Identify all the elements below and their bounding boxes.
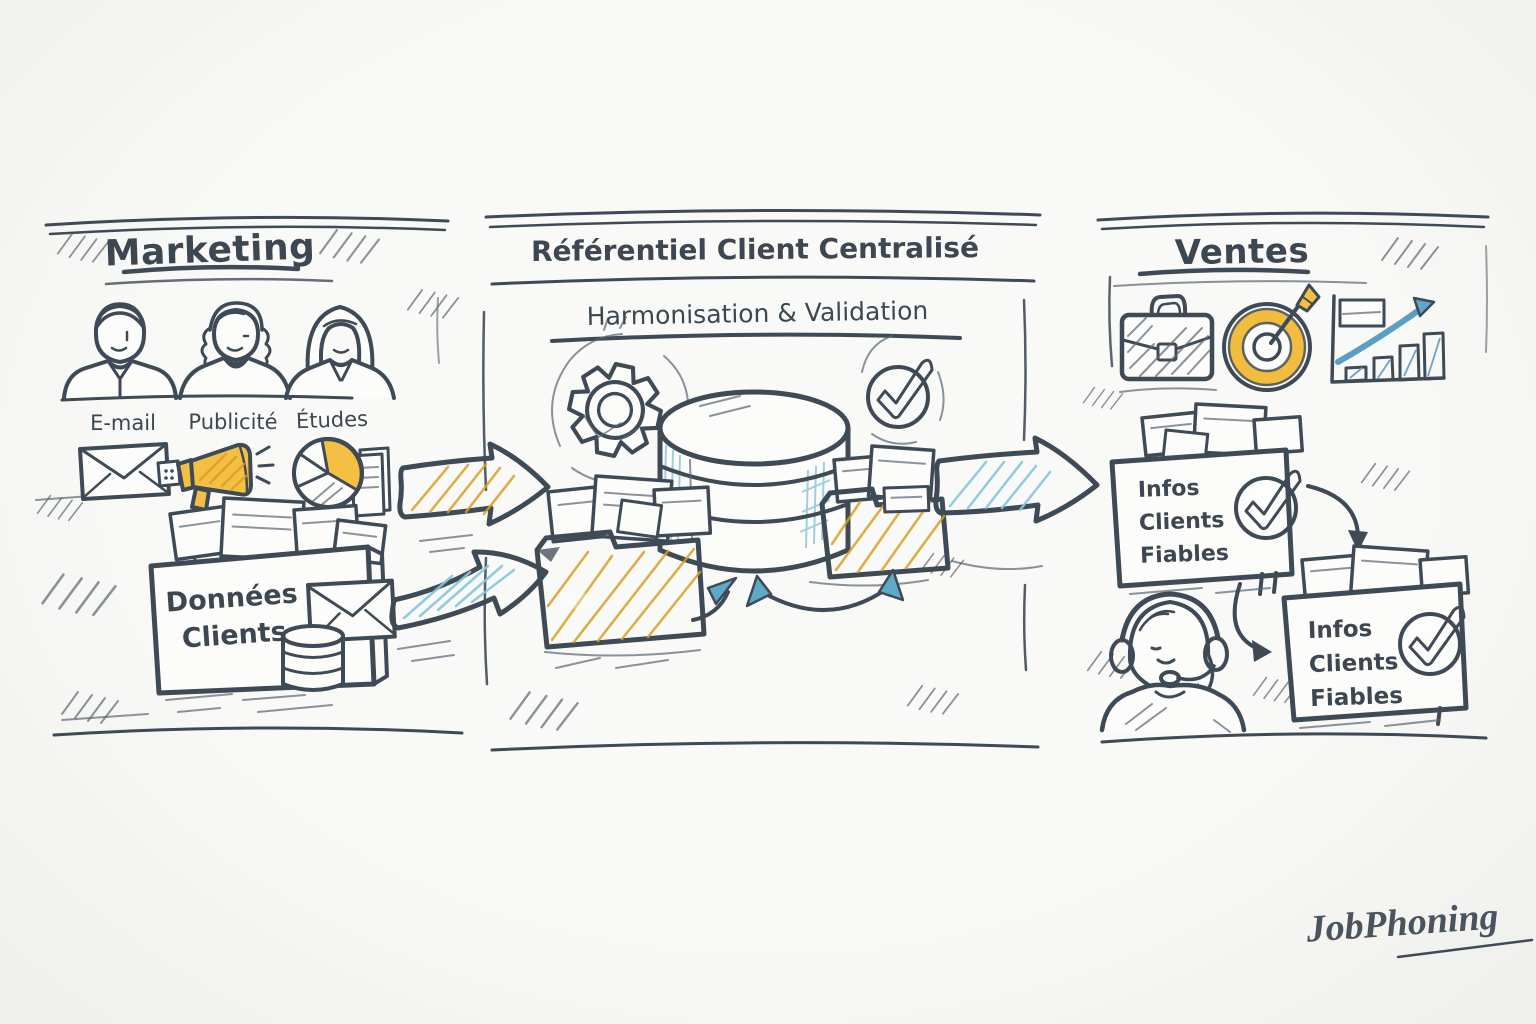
- arrow-central-to-sales-icon: [933, 435, 1100, 524]
- target-icon: [1222, 283, 1321, 392]
- info-box-2-line-2: Clients: [1308, 649, 1399, 679]
- channel-label-email: E-mail: [90, 411, 156, 435]
- info-box-1-label: Infos Clients Fiables: [1137, 470, 1252, 573]
- arrow-agent-to-box2-icon: [1232, 582, 1272, 662]
- envelope-icon: [78, 442, 182, 501]
- people-divider-line: [60, 394, 354, 402]
- sync-arrows-icon: [691, 568, 905, 622]
- channel-label-publicite: Publicité: [188, 410, 278, 434]
- ventes-title-underline: [1113, 267, 1367, 287]
- central-title: Référentiel Client Centralisé: [530, 231, 980, 268]
- info-box-2-label: Infos Clients Fiables: [1307, 610, 1432, 716]
- briefcase-icon: [1119, 294, 1217, 393]
- info-box-2: [1281, 544, 1471, 729]
- megaphone-icon: [176, 442, 275, 512]
- info-box-1-line-1: Infos: [1137, 475, 1200, 503]
- marketing-title-underline: [104, 264, 334, 286]
- arrow-data-to-central-icon: [389, 549, 549, 631]
- check-circle-central-icon: [861, 335, 945, 445]
- bar-chart-icon: [1330, 294, 1446, 384]
- channel-label-etudes: Études: [295, 406, 369, 434]
- database-small-icon: [281, 624, 345, 692]
- info-box-2-line-1: Infos: [1307, 615, 1373, 645]
- ventes-title: Ventes: [1174, 230, 1310, 274]
- info-box-1-line-3: Fiables: [1139, 540, 1230, 569]
- logo-underline: [1396, 938, 1534, 959]
- arrow-box1-to-box2-icon: [1306, 484, 1368, 552]
- folder-documents-right-icon: [809, 444, 951, 587]
- arrow-marketing-to-central-icon: [397, 441, 551, 527]
- person-man-icon: [62, 302, 178, 400]
- gear-icon: [567, 362, 663, 458]
- headset-agent-icon: [1099, 591, 1247, 733]
- info-box-1: [1109, 402, 1305, 596]
- person-woman-straight-icon: [284, 305, 396, 400]
- info-box-1-line-2: Clients: [1138, 507, 1225, 536]
- panel-borders: [44, 208, 1490, 752]
- pie-chart-icon: [292, 437, 364, 509]
- info-box-2-line-3: Fiables: [1309, 682, 1404, 713]
- subtitle-underline: [550, 332, 962, 343]
- data-box-label: Données Clients: [161, 575, 306, 659]
- person-woman-curly-icon: [178, 301, 292, 400]
- marketing-title: Marketing: [103, 226, 317, 275]
- folder-documents-left-icon: [534, 474, 713, 669]
- database-icon: [657, 389, 851, 574]
